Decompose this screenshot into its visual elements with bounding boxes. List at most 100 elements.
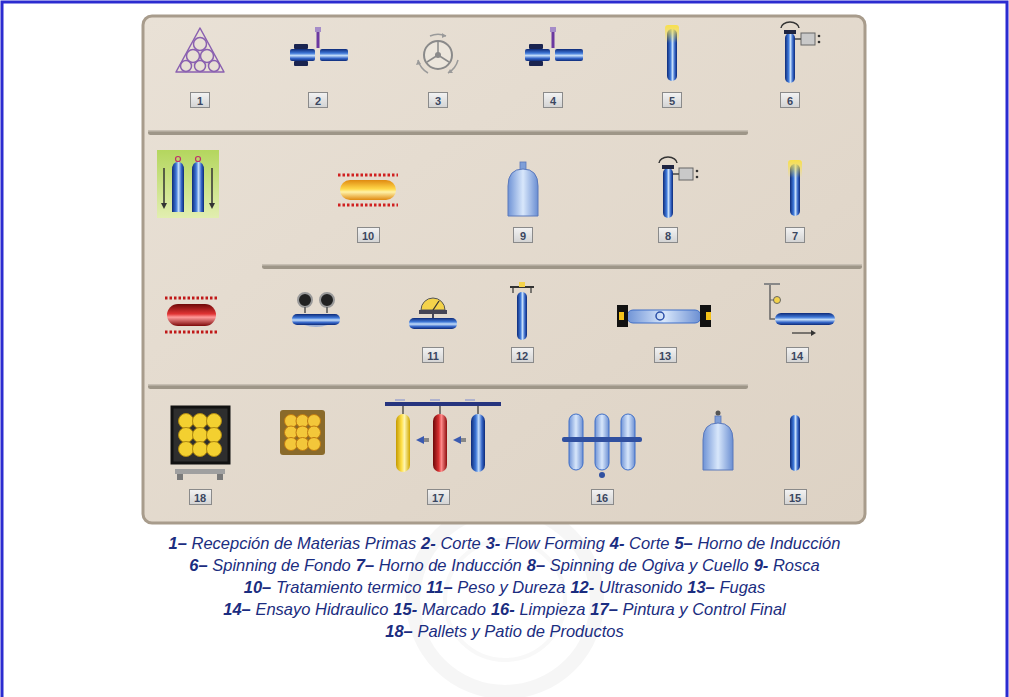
cooling-rack-icon [161, 203, 167, 209]
step-number-box: 10 [357, 227, 380, 243]
ultrasound-icon [530, 287, 531, 293]
painting-line-icon [433, 414, 447, 472]
step-number-box: 12 [511, 347, 534, 363]
callout-number: 1 [197, 95, 203, 108]
cooling-rack-icon [196, 157, 201, 162]
step-name: Marcado [422, 600, 486, 618]
raw-material-icon [209, 61, 220, 72]
callout-number: 11 [427, 350, 439, 363]
process-illustration [788, 160, 802, 216]
leak-test-icon [656, 312, 664, 320]
row-separator [148, 130, 748, 132]
valve-dome-icon [716, 411, 721, 416]
weight-hardness-icon [433, 301, 439, 310]
leak-test-icon [617, 305, 628, 327]
cooling-rack-icon [209, 203, 215, 209]
painting-line-icon [453, 436, 461, 444]
caption-line: 10–Tratamiento termico11–Peso y Dureza 12… [0, 576, 1009, 598]
row-separator [148, 384, 748, 389]
caption-item: 1–Recepción de Materias Primas [169, 534, 417, 552]
step-name: Fugas [719, 578, 765, 596]
cooling-rack-icon [192, 162, 204, 212]
raw-material-icon [176, 28, 224, 72]
callout-number: 4 [550, 95, 556, 108]
pallet-icon [217, 474, 223, 480]
product-stack-icon [308, 438, 321, 451]
step-number: 16- [491, 600, 515, 618]
caption-item: 15-Marcado [393, 600, 486, 618]
step-number-box: 5 [662, 92, 682, 108]
caption-line: 1–Recepción de Materias Primas2-Corte3-F… [0, 532, 1009, 554]
callout-number: 2 [315, 95, 321, 108]
pallet-icon [193, 442, 208, 457]
cooling-rack-icon [157, 150, 219, 218]
painting-line-icon [461, 438, 466, 442]
row-separator [148, 384, 748, 386]
step-name: Spinning de Ogiva y Cuello [550, 556, 749, 574]
cleaning-icon [599, 472, 605, 478]
caption-item: 3-Flow Forming [486, 534, 605, 552]
step-number: 5– [674, 534, 692, 552]
hydraulic-test-icon [770, 300, 774, 301]
process-illustration [781, 22, 820, 83]
caption-item: 11–Peso y Dureza [426, 578, 565, 596]
row-separator [262, 264, 862, 269]
step-number-box: 17 [427, 489, 450, 505]
heat-furnace-icon [165, 298, 218, 332]
hydraulic-test-icon [774, 297, 781, 304]
step-number: 3- [486, 534, 501, 552]
callout-number: 14 [791, 350, 803, 363]
step-name: Limpieza [519, 600, 585, 618]
step-number: 13– [687, 578, 715, 596]
caption-item: 5–Horno de Inducción [674, 534, 840, 552]
step-name: Rosca [773, 556, 820, 574]
callout-number: 15 [789, 492, 801, 505]
pallet-icon [179, 442, 194, 457]
caption-line: 18–Pallets y Patio de Productos [0, 620, 1009, 642]
step-name: Spinning de Fondo [212, 556, 351, 574]
hydraulic-test-icon [764, 283, 780, 285]
ultrasound-icon [519, 282, 525, 287]
step-number: 10– [244, 578, 272, 596]
step-name: Pintura y Control Final [623, 600, 786, 618]
cooling-rack-icon [172, 162, 184, 212]
process-illustration [290, 27, 348, 66]
flow-forming-icon [424, 41, 452, 69]
callout-number: 12 [516, 350, 528, 363]
marking-icon [790, 415, 800, 471]
flow-forming-icon [442, 33, 446, 38]
valve-dome-icon [703, 416, 733, 470]
painting-line-icon [395, 400, 475, 401]
process-illustration [525, 27, 583, 66]
callout-number: 16 [596, 492, 608, 505]
pallet-icon [207, 442, 222, 457]
heat-treatment-furnace-icon [338, 174, 398, 177]
pallet-icon [193, 428, 208, 443]
step-name: Pallets y Patio de Productos [417, 622, 623, 640]
leak-test-icon [619, 312, 624, 320]
flow-forming-icon [418, 60, 428, 73]
callout-number: 17 [432, 492, 444, 505]
raw-material-icon [194, 38, 207, 51]
step-number-box: 6 [780, 92, 800, 108]
flow-forming-icon [448, 60, 458, 73]
ultrasound-icon [517, 292, 527, 340]
heat-treatment-furnace-icon [338, 175, 398, 205]
caption-item: 10–Tratamiento termico [244, 578, 422, 596]
step-number: 18– [385, 622, 413, 640]
raw-material-icon [181, 38, 220, 72]
step-number: 12- [570, 578, 594, 596]
callout-number: 18 [194, 492, 206, 505]
painting-line-icon [471, 414, 485, 472]
step-name: Peso y Dureza [457, 578, 565, 596]
hydraulic-test-icon [764, 284, 835, 336]
step-number-box: 16 [591, 489, 614, 505]
weight-hardness-icon [419, 310, 447, 314]
cooling-rack-icon [157, 150, 219, 218]
heat-treatment-furnace-icon [340, 180, 396, 200]
step-number: 7– [356, 556, 374, 574]
step-number-box: 13 [654, 347, 677, 363]
product-stack-icon [285, 415, 321, 451]
